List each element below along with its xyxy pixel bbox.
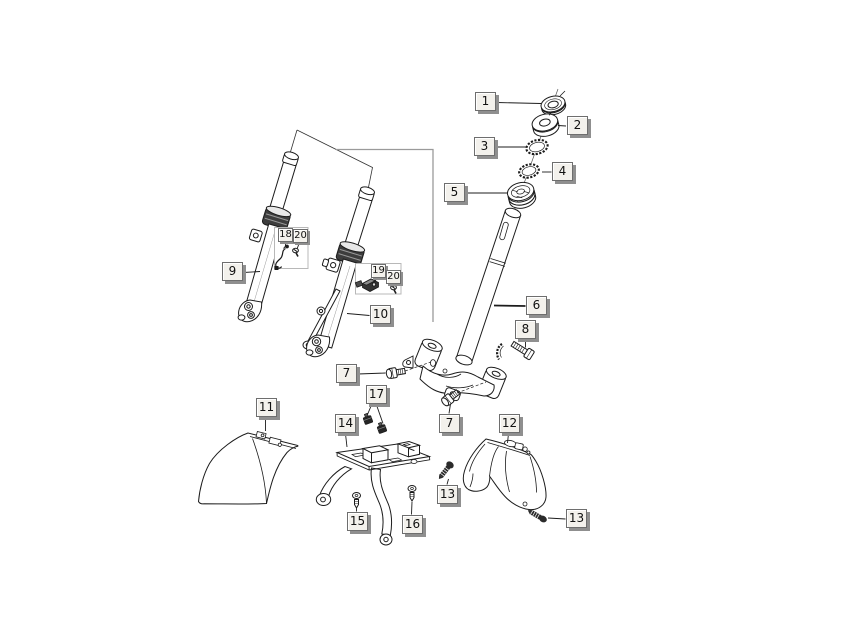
part-callout-15[interactable]: 15: [347, 512, 368, 531]
part-callout-11[interactable]: 11: [256, 398, 277, 417]
part-callout-3[interactable]: 3: [474, 137, 495, 156]
part-8-clip: [495, 343, 504, 361]
part-callout-20-b[interactable]: 20: [386, 270, 401, 284]
part-2-bearing-ring: [531, 111, 560, 137]
part-5-adjuster-nut: [506, 181, 537, 209]
part-8-bolt: [510, 340, 535, 361]
part-callout-12[interactable]: 12: [499, 414, 520, 433]
part-callout-8[interactable]: 8: [515, 320, 536, 339]
part-callout-5[interactable]: 5: [444, 183, 465, 202]
part-20-screw-a: [292, 247, 299, 257]
part-7-bolt-right: [441, 381, 487, 407]
part-15-screw: [352, 492, 361, 510]
part-callout-1[interactable]: 1: [475, 92, 496, 111]
part-callout-13-right[interactable]: 13: [566, 509, 587, 528]
part-6-steering-column: [455, 207, 522, 364]
part-callout-18[interactable]: 18: [278, 228, 293, 242]
part-13-screw-a: [438, 461, 454, 480]
part-callout-2[interactable]: 2: [567, 116, 588, 135]
part-7-bolt-left: [385, 361, 432, 379]
part-callout-7-right[interactable]: 7: [439, 414, 460, 433]
part-callout-20-a[interactable]: 20: [293, 229, 308, 243]
part-17-fasteners: [362, 412, 388, 434]
part-4-toothed-washer: [518, 163, 540, 179]
part-callout-9[interactable]: 9: [222, 262, 243, 281]
part-callout-19[interactable]: 19: [371, 264, 386, 278]
part-18-cable-guide: [274, 244, 289, 270]
part-1-cover-washer: [540, 90, 567, 116]
part-12-fork-cover: [462, 438, 547, 511]
part-10-front-fork-right: [302, 186, 375, 358]
leader-lines: [243, 102, 567, 520]
part-callout-17[interactable]: 17: [366, 385, 387, 404]
part-callout-16[interactable]: 16: [402, 515, 423, 534]
part-callout-6[interactable]: 6: [526, 296, 547, 315]
part-callout-4[interactable]: 4: [552, 162, 573, 181]
part-11-front-fender: [197, 430, 299, 505]
part-callout-7-left[interactable]: 7: [336, 364, 357, 383]
part-14-support-bracket: [315, 440, 432, 546]
part-callout-10[interactable]: 10: [370, 305, 391, 324]
part-callout-13-left[interactable]: 13: [437, 485, 458, 504]
part-16-screw: [407, 485, 417, 503]
part-3-toothed-washer: [525, 138, 549, 156]
part-13-screw-b: [527, 509, 547, 523]
part-callout-14[interactable]: 14: [335, 414, 356, 433]
part-9-front-fork-left: [237, 151, 299, 323]
